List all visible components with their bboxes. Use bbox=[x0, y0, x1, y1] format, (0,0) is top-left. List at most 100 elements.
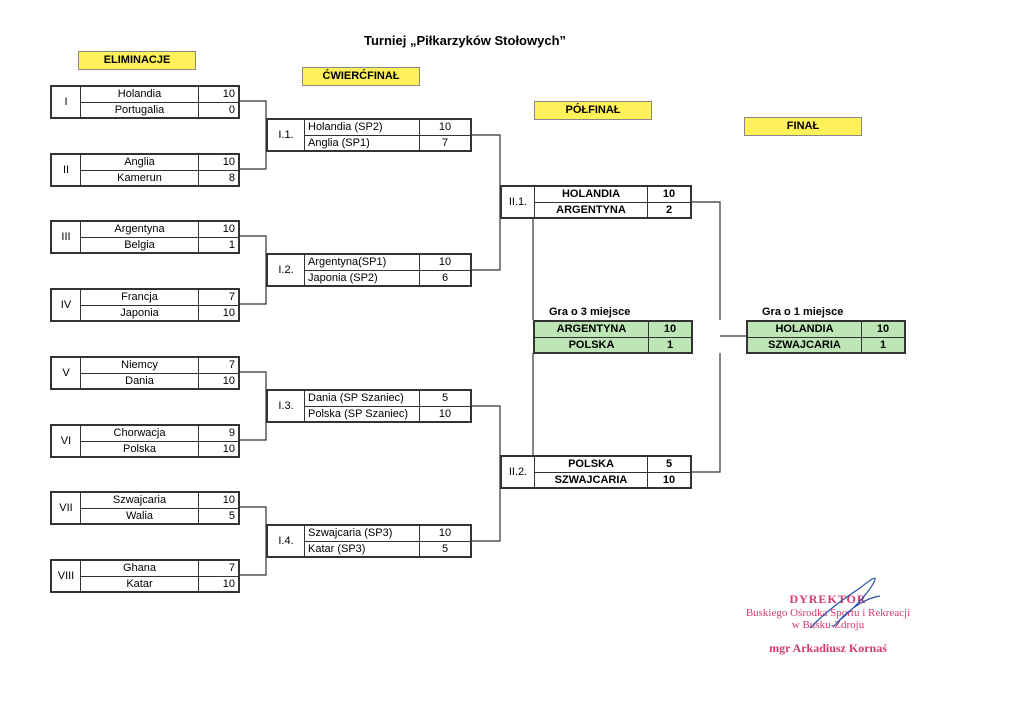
first-place-caption: Gra o 1 miejsce bbox=[762, 306, 844, 318]
team-name: Chorwacja bbox=[81, 426, 199, 441]
match-label: IV bbox=[52, 290, 81, 320]
match-label: II.1. bbox=[502, 187, 535, 217]
team-name: Walia bbox=[81, 509, 199, 525]
match-semi-1: II.1. HOLANDIA 10 ARGENTYNA 2 bbox=[500, 185, 692, 219]
team-name: Holandia bbox=[81, 87, 199, 102]
team-name: POLSKA bbox=[535, 457, 648, 472]
score: 10 bbox=[438, 408, 452, 420]
team-name: Niemcy bbox=[81, 358, 199, 373]
match-label: I.4. bbox=[268, 526, 305, 556]
score: 10 bbox=[438, 256, 452, 268]
third-place-caption: Gra o 3 miejsce bbox=[549, 306, 631, 318]
match-label: I.3. bbox=[268, 391, 305, 421]
signature-scribble bbox=[809, 577, 881, 629]
team-name: Szwajcaria (SP3) bbox=[305, 526, 420, 541]
match-quarter-1: I.1. Holandia (SP2) 10 Anglia (SP1) 7 bbox=[266, 118, 472, 152]
stamp-institution: Buskiego Ośrodka Sportu i Rekreacji bbox=[745, 607, 911, 619]
team-name: Kamerun bbox=[81, 171, 199, 187]
team-name: Polska bbox=[81, 442, 199, 458]
score: 5 bbox=[228, 510, 235, 522]
team-name: Dania (SP Szaniec) bbox=[305, 391, 420, 406]
score: 10 bbox=[662, 188, 676, 200]
score: 2 bbox=[665, 204, 673, 216]
score: 10 bbox=[222, 156, 235, 168]
score: 10 bbox=[222, 88, 235, 100]
score: 10 bbox=[222, 494, 235, 506]
score: 10 bbox=[222, 375, 235, 387]
team-name: Francja bbox=[81, 290, 199, 305]
team-name: SZWAJCARIA bbox=[748, 338, 862, 354]
match-label: VIII bbox=[52, 561, 81, 591]
team-name: Polska (SP Szaniec) bbox=[305, 407, 420, 423]
team-name: Dania bbox=[81, 374, 199, 390]
match-label: I.1. bbox=[268, 120, 305, 150]
score: 7 bbox=[228, 562, 235, 574]
team-name: Anglia bbox=[81, 155, 199, 170]
score: 7 bbox=[441, 137, 449, 149]
team-name: POLSKA bbox=[535, 338, 649, 354]
score: 10 bbox=[438, 527, 452, 539]
team-name: Belgia bbox=[81, 238, 199, 254]
score: 10 bbox=[438, 121, 452, 133]
match-elim-5: V Niemcy 7 Dania 10 bbox=[50, 356, 240, 390]
score: 1 bbox=[228, 239, 235, 251]
match-elim-1: I Holandia 10 Portugalia 0 bbox=[50, 85, 240, 119]
match-label: II.2. bbox=[502, 457, 535, 487]
score: 6 bbox=[441, 272, 449, 284]
team-name: SZWAJCARIA bbox=[535, 473, 648, 489]
team-name: Japonia (SP2) bbox=[305, 271, 420, 287]
score: 0 bbox=[228, 104, 235, 116]
score: 10 bbox=[876, 323, 890, 335]
team-name: HOLANDIA bbox=[535, 187, 648, 202]
score: 8 bbox=[228, 172, 235, 184]
stage-polfinal: PÓŁFINAŁ bbox=[534, 101, 652, 120]
match-label: VII bbox=[52, 493, 81, 523]
score: 5 bbox=[441, 392, 449, 404]
team-name: Portugalia bbox=[81, 103, 199, 119]
score: 10 bbox=[222, 307, 235, 319]
team-name: Katar bbox=[81, 577, 199, 593]
match-label: VI bbox=[52, 426, 81, 456]
match-quarter-2: I.2. Argentyna(SP1) 10 Japonia (SP2) 6 bbox=[266, 253, 472, 287]
match-third-place: ARGENTYNA 10 POLSKA 1 bbox=[533, 320, 693, 354]
stamp-location: w Busku-Zdroju bbox=[791, 619, 865, 631]
stage-cwiercfinal: ĆWIERĆFINAŁ bbox=[302, 67, 420, 86]
match-label: V bbox=[52, 358, 81, 388]
team-name: Katar (SP3) bbox=[305, 542, 420, 558]
match-label: I bbox=[52, 87, 81, 117]
match-elim-6: VI Chorwacja 9 Polska 10 bbox=[50, 424, 240, 458]
score: 5 bbox=[441, 543, 449, 555]
score: 1 bbox=[666, 339, 674, 351]
team-name: ARGENTYNA bbox=[535, 322, 649, 337]
score: 10 bbox=[222, 443, 235, 455]
match-label: I.2. bbox=[268, 255, 305, 285]
team-name: Japonia bbox=[81, 306, 199, 322]
score: 10 bbox=[222, 578, 235, 590]
team-name: Anglia (SP1) bbox=[305, 136, 420, 152]
score: 1 bbox=[879, 339, 887, 351]
director-stamp: DYREKTOR Buskiego Ośrodka Sportu i Rekre… bbox=[726, 592, 930, 656]
match-quarter-4: I.4. Szwajcaria (SP3) 10 Katar (SP3) 5 bbox=[266, 524, 472, 558]
stage-final: FINAŁ bbox=[744, 117, 862, 136]
team-name: Szwajcaria bbox=[81, 493, 199, 508]
team-name: ARGENTYNA bbox=[535, 203, 648, 219]
team-name: Holandia (SP2) bbox=[305, 120, 420, 135]
score: 7 bbox=[228, 359, 235, 371]
score: 10 bbox=[662, 474, 676, 486]
team-name: Argentyna(SP1) bbox=[305, 255, 420, 270]
score: 10 bbox=[222, 223, 235, 235]
match-elim-7: VII Szwajcaria 10 Walia 5 bbox=[50, 491, 240, 525]
stamp-title: DYREKTOR bbox=[789, 592, 867, 606]
score: 9 bbox=[228, 427, 235, 439]
match-semi-2: II.2. POLSKA 5 SZWAJCARIA 10 bbox=[500, 455, 692, 489]
stamp-signatory: mgr Arkadiusz Kornaś bbox=[769, 641, 887, 655]
score: 10 bbox=[663, 323, 677, 335]
score: 5 bbox=[665, 458, 673, 470]
team-name: Argentyna bbox=[81, 222, 199, 237]
stage-eliminacje: ELIMINACJE bbox=[78, 51, 196, 70]
